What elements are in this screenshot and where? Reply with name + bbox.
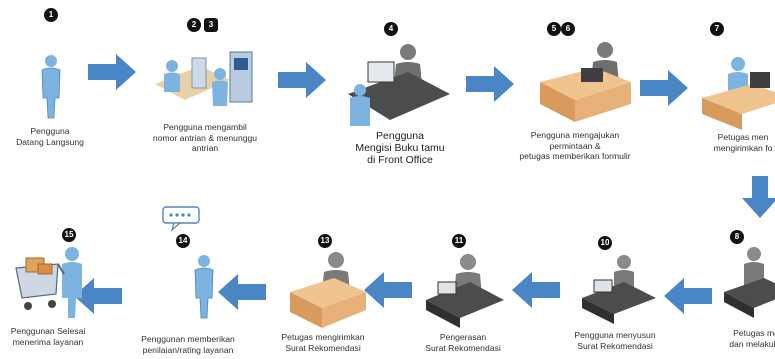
step-badge: 11: [452, 234, 466, 248]
queue-machine-icon: [155, 51, 253, 106]
step-badge: 7: [710, 22, 724, 36]
flow-arrow-down: [742, 176, 775, 218]
step-badge: 2: [187, 18, 201, 32]
step-badge: 1: [44, 8, 58, 22]
step-1: 1 Pengguna Datang Langsung: [16, 8, 84, 158]
front-office-desk-icon: [348, 44, 450, 126]
step-caption: Penggunan Selesai menerima layanan: [10, 326, 86, 347]
step-caption: Pengguna menyusun Surat Rekomendasi: [574, 330, 656, 351]
step-2-3: 2 3 Pengguna mengambil nomor antrian & m…: [130, 8, 280, 158]
step-caption: Pengguna mengajukan permintaan & petugas…: [519, 130, 631, 161]
step-caption: Petugas men mengirimkan fo: [713, 132, 773, 153]
flow-arrow-right: [466, 66, 514, 102]
step-5-6: 5 6 Pengguna mengajukan permintaan & pet…: [505, 8, 645, 168]
step-caption: Penggunan memberikan penilaian/rating la…: [141, 334, 235, 355]
person-icon: [194, 255, 214, 319]
step-badge: 8: [730, 230, 744, 244]
computer-desk-icon: [724, 247, 775, 318]
step-7: 7 Petugas men mengirimkan fo: [680, 8, 775, 168]
flow-arrow-right: [640, 70, 688, 106]
service-desk-icon: [702, 57, 775, 130]
flow-arrow-right: [88, 54, 136, 90]
step-caption: Petugas me dan melakuka: [729, 328, 775, 349]
flow-arrow-left: [364, 272, 412, 308]
step-10: 10 Pengguna menyusun Surat Rekomendasi: [560, 228, 670, 359]
step-caption: Pengerasan Surat Rekomendasi: [425, 332, 501, 353]
step-badge: 10: [598, 236, 612, 250]
step-11: 11 Pengerasan Surat Rekomendasi: [408, 226, 518, 359]
step-badge: 6: [561, 22, 575, 36]
speech-bubble-icon: [162, 206, 200, 232]
flow-arrow-left: [664, 278, 712, 314]
person-icon: [41, 55, 61, 119]
flow-arrow-left: [74, 278, 122, 314]
service-desk-icon: [290, 252, 366, 328]
step-15: 15 Penggunan Selesai menerima layanan: [6, 222, 96, 359]
step-4: 4 Pengguna Mengisi Buku tamu di Front Of…: [330, 8, 470, 168]
service-desk-icon: [540, 42, 631, 122]
step-badge: 5: [547, 22, 561, 36]
step-badge: 3: [204, 18, 218, 32]
step-13: 13 Petugas mengirimkan Surat Rekomendasi: [268, 222, 378, 359]
step-caption: Petugas mengirimkan Surat Rekomendasi: [281, 332, 365, 353]
step-badge: 15: [62, 228, 76, 242]
computer-desk-icon: [426, 254, 504, 328]
step-badge: 4: [384, 22, 398, 36]
step-caption: Pengguna Mengisi Buku tamu di Front Offi…: [355, 130, 445, 166]
flow-arrow-left: [218, 274, 266, 310]
step-8: 8 Petugas me dan melakuka: [700, 222, 775, 359]
flow-arrow-left: [512, 272, 560, 308]
flow-arrow-right: [278, 62, 326, 98]
step-badge: 14: [176, 234, 190, 248]
step-caption: Pengguna Datang Langsung: [16, 126, 84, 147]
step-14: 14 Penggunan memberikan penilaian/rating…: [128, 200, 238, 359]
step-caption: Pengguna mengambil nomor antrian & menun…: [152, 122, 258, 153]
computer-desk-icon: [582, 255, 656, 324]
step-badge: 13: [318, 234, 332, 248]
shopping-cart-icon: [15, 247, 82, 318]
